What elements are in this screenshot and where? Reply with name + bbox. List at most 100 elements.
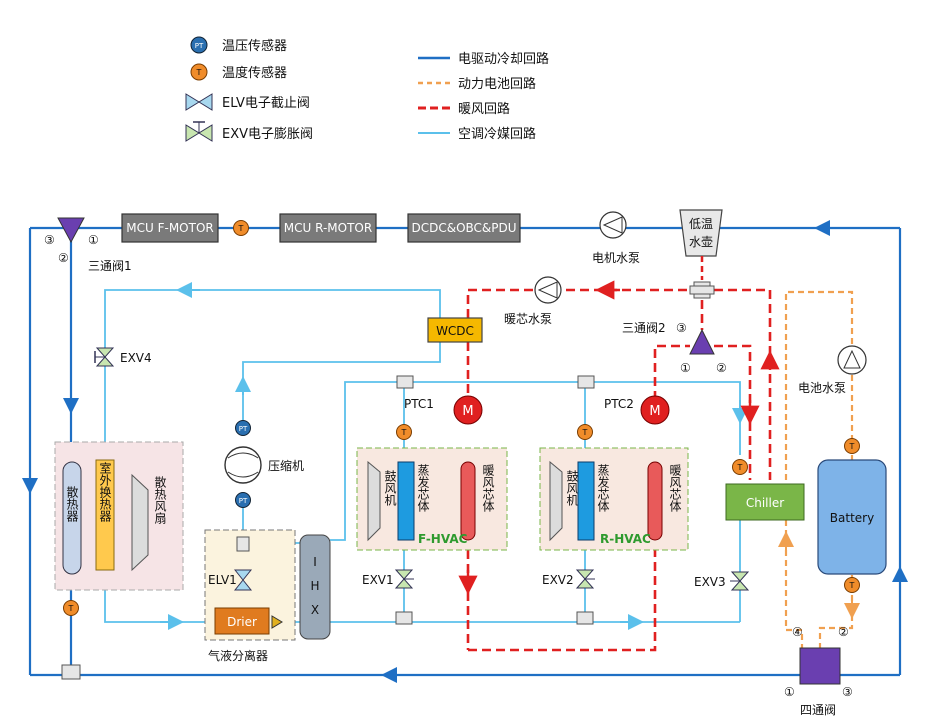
dcdc-obc-pdu-box: DCDC&OBC&PDU: [407, 213, 521, 243]
temp-sensor: T: [233, 220, 249, 236]
compressor-label: 压缩机: [268, 458, 304, 473]
legend-t-sensor-label: 温度传感器: [222, 65, 287, 81]
temp-sensor: T: [844, 438, 860, 454]
battery-pump-label: 电池水泵: [798, 381, 846, 395]
f-evaporator: 蒸发芯体: [397, 461, 430, 541]
temp-sensor: T: [63, 600, 79, 616]
legend-battery-loop-label: 动力电池回路: [458, 76, 536, 92]
f-heater-core: 暖风芯体: [460, 461, 495, 541]
battery-box: Battery: [817, 459, 887, 575]
legend-pt-sensor-label: 温压传感器: [222, 38, 287, 54]
svg-text:M: M: [649, 404, 660, 419]
svg-text:T: T: [849, 581, 855, 590]
svg-text:MCU R-MOTOR: MCU R-MOTOR: [284, 221, 372, 235]
legend-t-sensor-icon: T: [190, 63, 208, 81]
exv4-label: EXV4: [120, 351, 152, 365]
svg-text:散热器: 散热器: [65, 485, 79, 523]
motor-pump-label: 电机水泵: [592, 251, 640, 265]
tee-junction: [61, 664, 81, 680]
low-temp-reservoir: 低温 水壶: [679, 209, 723, 257]
tee-junction: [396, 375, 414, 389]
legend-elv-icon: [185, 93, 213, 111]
exv2-label: EXV2: [542, 573, 574, 587]
three-way-valve-1: [57, 217, 85, 244]
tee-junction: [236, 536, 250, 552]
f-blower-icon: 鼓风机: [367, 460, 397, 542]
wcdc-box: WCDC: [427, 317, 483, 343]
port-1: ①: [784, 685, 795, 699]
svg-text:T: T: [196, 68, 202, 77]
svg-text:低温: 低温: [689, 217, 713, 231]
battery-pump-icon: [837, 345, 867, 375]
radiator: 散热器: [62, 461, 82, 575]
svg-text:蒸发芯体: 蒸发芯体: [416, 464, 430, 513]
temp-sensor: T: [732, 459, 748, 475]
legend-elv-label: ELV电子截止阀: [222, 96, 310, 111]
port-2: ②: [838, 625, 849, 639]
ptc1-label: PTC1: [404, 397, 434, 411]
legend: PT 温压传感器 T 温度传感器 ELV电子截止阀 EXV电子膨胀阀 电驱动冷却…: [185, 36, 549, 142]
svg-text:WCDC: WCDC: [436, 324, 474, 338]
legend-ac-loop-label: 空调冷媒回路: [458, 126, 536, 142]
legend-exv-icon: [185, 121, 213, 142]
ptc2-label: PTC2: [604, 397, 634, 411]
svg-text:X: X: [311, 603, 319, 617]
exv1-label: EXV1: [362, 573, 394, 587]
svg-text:PT: PT: [239, 497, 248, 505]
legend-motor-loop-label: 电驱动冷却回路: [458, 51, 549, 67]
legend-heater-loop-label: 暖风回路: [458, 101, 510, 117]
svg-text:I: I: [313, 555, 317, 569]
svg-text:T: T: [737, 463, 743, 472]
svg-text:Battery: Battery: [830, 511, 874, 525]
port-4: ④: [792, 625, 803, 639]
svg-text:T: T: [401, 428, 407, 437]
r-blower-icon: 鼓风机: [549, 460, 579, 542]
svg-text:散热风扇: 散热风扇: [153, 475, 167, 525]
exv3-label: EXV3: [694, 575, 726, 589]
svg-text:暖风芯体: 暖风芯体: [668, 464, 682, 513]
port-2: ②: [716, 361, 727, 375]
elv1-label: ELV1: [208, 573, 237, 587]
heater-pump-icon: [534, 276, 562, 304]
svg-text:T: T: [238, 224, 244, 233]
motor-pump-icon: [599, 211, 627, 239]
svg-text:鼓风机: 鼓风机: [383, 470, 397, 506]
legend-pt-sensor-icon: PT: [190, 36, 208, 54]
elv1-valve-icon: [233, 569, 253, 591]
port-3: ③: [676, 321, 687, 335]
svg-text:鼓风机: 鼓风机: [565, 470, 579, 506]
three-way-valve-2: [689, 328, 715, 355]
svg-text:MCU F-MOTOR: MCU F-MOTOR: [126, 221, 213, 235]
ptc2-heater: M: [640, 395, 670, 425]
svg-text:M: M: [462, 404, 473, 419]
r-evaporator: 蒸发芯体: [577, 461, 610, 541]
svg-text:PT: PT: [239, 425, 248, 433]
temp-sensor: T: [844, 577, 860, 593]
tee-junction: [395, 611, 413, 625]
cooling-fan-icon: 散热风扇: [131, 473, 167, 572]
chiller-box: Chiller: [725, 483, 805, 521]
tee-junction: [576, 611, 594, 625]
port-1: ①: [88, 233, 99, 247]
compressor-icon: [224, 446, 262, 484]
svg-text:蒸发芯体: 蒸发芯体: [596, 464, 610, 513]
svg-text:DCDC&OBC&PDU: DCDC&OBC&PDU: [411, 221, 516, 235]
pt-sensor: PT: [235, 420, 251, 436]
pt-sensor: PT: [235, 492, 251, 508]
mcu-r-motor-box: MCU R-MOTOR: [279, 213, 377, 243]
svg-text:室外换热器: 室外换热器: [98, 461, 112, 523]
f-hvac-label: F-HVAC: [418, 532, 468, 546]
drier-box: Drier: [214, 607, 270, 635]
f-hvac-module: [356, 447, 508, 551]
exv2-valve-icon: [575, 569, 595, 589]
r-heater-core: 暖风芯体: [647, 461, 682, 541]
junction-cross: [689, 281, 715, 299]
temp-sensor: T: [577, 424, 593, 440]
tee-junction: [577, 375, 595, 389]
four-way-valve: [799, 647, 841, 685]
legend-exv-label: EXV电子膨胀阀: [222, 127, 313, 142]
outdoor-heat-exchanger: 室外换热器: [95, 459, 115, 571]
ihx-box: I H X: [299, 534, 331, 640]
